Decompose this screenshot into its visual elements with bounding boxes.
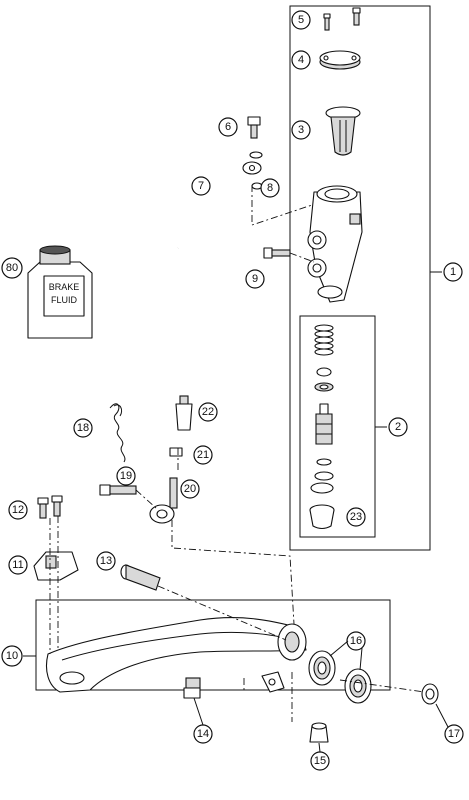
callout-19: 19 [116,466,136,486]
leader-16a [329,640,349,657]
piston [315,403,333,445]
diaphragm-3 [325,106,361,156]
callout-5: 5 [291,10,311,30]
svg-text:3: 3 [298,124,304,136]
assembly-line-14 [200,678,245,691]
svg-text:14: 14 [197,728,209,740]
svg-text:16: 16 [350,635,362,647]
svg-text:8: 8 [267,182,273,194]
callout-17: 17 [444,724,464,744]
svg-text:7: 7 [198,180,204,192]
assembly-line-20 [171,520,295,625]
svg-text:22: 22 [202,406,214,418]
stop-bolts-12 [37,495,63,519]
svg-text:5: 5 [298,14,304,26]
callout-9: 9 [245,269,265,289]
nut-15 [309,722,329,743]
callout-23: 23 [346,507,366,527]
svg-text:12: 12 [12,504,24,516]
clevis-22 [175,395,193,431]
master-cylinder-group-frame [289,5,431,551]
nut-17 [421,683,439,705]
svg-text:23: 23 [350,511,362,523]
return-spring-18 [109,403,126,463]
bracket-11 [33,551,79,581]
svg-text:18: 18 [77,422,89,434]
leader-14 [193,697,204,726]
callout-21: 21 [193,445,213,465]
callout-22: 22 [198,402,218,422]
svg-text:17: 17 [448,728,460,740]
callout-15: 15 [310,751,330,771]
assembly-line-17 [339,679,425,693]
bottle-label-line1: BRAKE [49,282,80,292]
leader-17 [435,703,449,728]
boot-23 [309,504,335,530]
reservoir-cover-4 [319,50,361,70]
piston-kit-parts [309,324,335,530]
callout-10: 10 [1,645,23,667]
callout-12: 12 [8,500,28,520]
bearing-16b [344,668,372,704]
svg-text:20: 20 [184,483,196,495]
callout-3: 3 [291,120,311,140]
svg-text:10: 10 [6,650,18,662]
callout-11: 11 [8,555,28,575]
leader-16b [359,647,363,671]
svg-text:4: 4 [298,54,304,66]
brake-pedal-group-frame [35,599,391,691]
leader-15 [318,742,321,753]
piston-kit-frame [299,315,376,538]
svg-text:9: 9 [252,273,258,285]
assembly-line-9 [289,252,315,263]
svg-text:21: 21 [197,449,209,461]
callout-1: 1 [443,262,463,282]
callout-14: 14 [193,724,213,744]
assembly-line-13 [157,585,287,641]
push-rod-20 [149,477,178,524]
callout-4: 4 [291,50,311,70]
svg-text:80: 80 [6,262,18,274]
callout-18: 18 [73,418,93,438]
callout-8: 8 [260,178,280,198]
master-cylinder-body [307,185,363,303]
spring [314,324,334,356]
callout-13: 13 [96,551,116,571]
nut-21 [169,447,183,457]
bottle-label-line2: FLUID [51,295,78,305]
bolt-19 [99,484,137,496]
svg-text:11: 11 [12,559,23,571]
svg-text:19: 19 [120,470,132,482]
callout-16: 16 [346,631,366,651]
svg-text:15: 15 [314,755,326,767]
callout-20: 20 [180,479,200,499]
callout-80: 80 [1,257,23,279]
callout-6: 6 [218,117,238,137]
screw-5 [323,7,361,31]
bolt-9 [263,247,291,259]
svg-text:1: 1 [450,266,456,278]
brake-fluid-bottle: BRAKE FLUID [27,245,93,339]
svg-text:6: 6 [225,121,231,133]
assembly-line-8 [251,185,313,226]
pivot-pin-13 [120,564,161,591]
assembly-line-19 [135,489,157,509]
brake-pedal-lever [45,617,307,693]
callout-2: 2 [388,417,408,437]
bearing-16a [308,650,336,686]
bolt-14 [183,677,201,699]
brake-hose-7 [175,161,262,250]
svg-text:13: 13 [100,555,112,567]
callout-7: 7 [191,176,211,196]
banjo-bolt-6 [247,116,263,190]
svg-text:2: 2 [395,421,401,433]
